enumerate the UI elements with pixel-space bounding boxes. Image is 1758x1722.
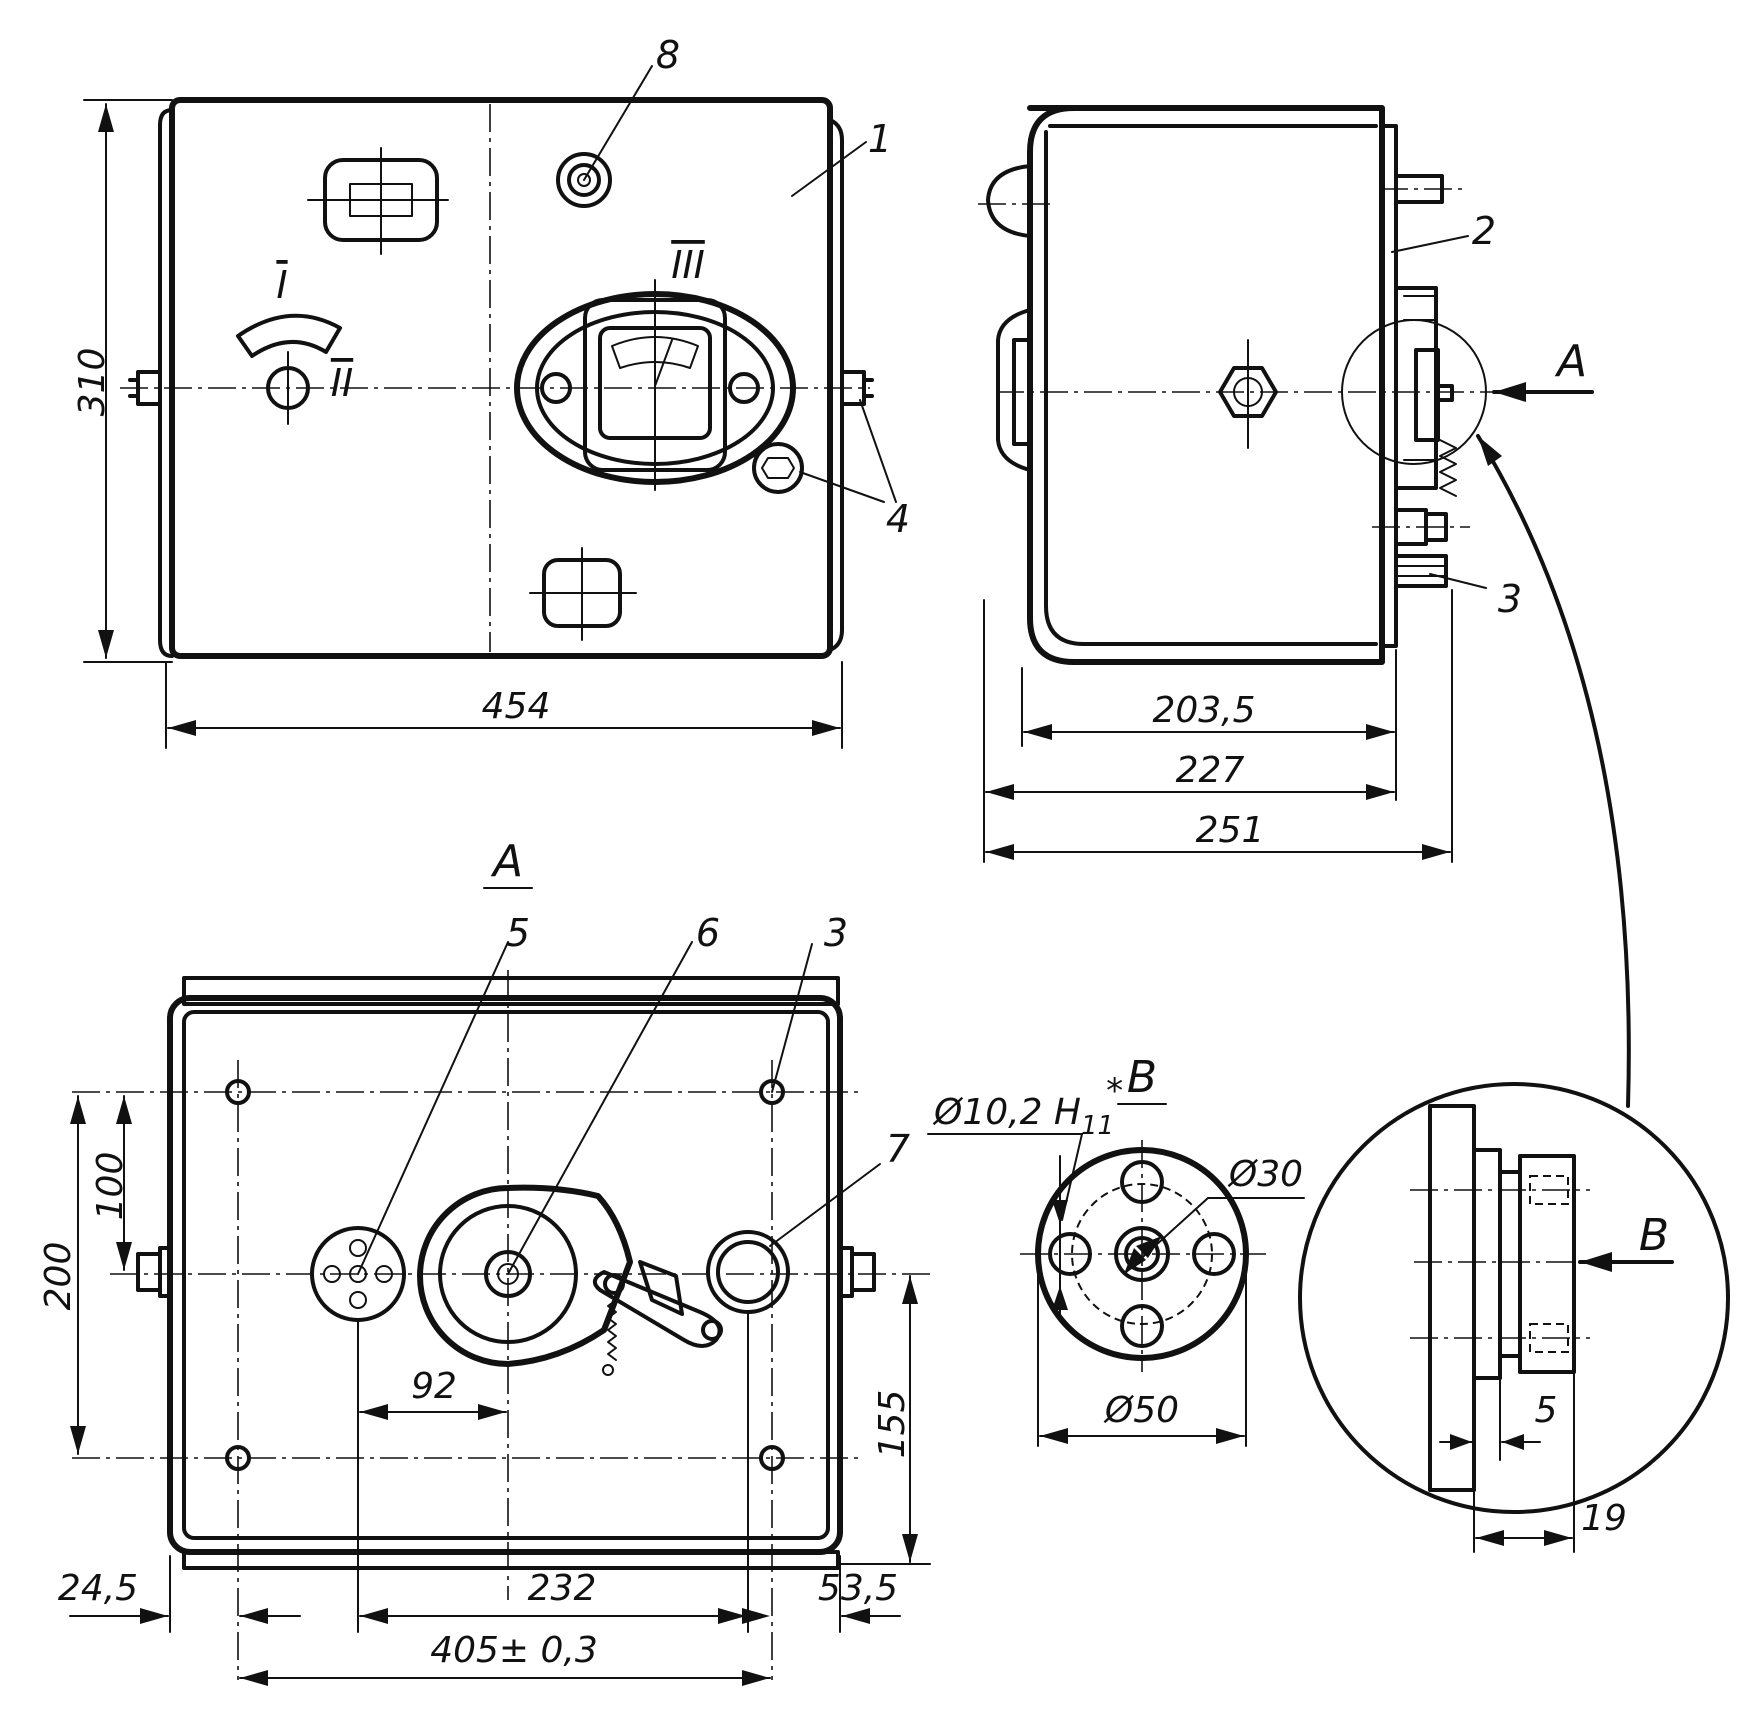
view-a-callouts: 5 6 3 7 [357,911,910,1275]
view-a: A [72,836,930,1680]
mark-III: III [671,243,705,287]
mark-I: I [276,263,287,307]
front-bolt-right [840,370,866,406]
mount-hole-br [759,1445,785,1471]
gauge-screw-left [540,372,572,404]
mount-hole-bl [225,1445,251,1471]
side-dimensions: 203,5 227 251 [983,589,1453,863]
mount-hole-tl [225,1079,251,1105]
front-view [120,97,874,659]
side-left-bracket [996,308,1032,472]
item-8-mid [567,163,601,197]
detail-circle [1298,1082,1730,1514]
view-b-title: B [1127,1052,1157,1103]
dim-100: 100 [90,1152,131,1221]
gauge-needle [654,339,673,387]
detail-plate [1428,1104,1476,1492]
dim-92: 92 [411,1366,457,1407]
callout-7: 7 [886,1127,910,1171]
mark-II: II [331,361,353,405]
dim-24-5: 24,5 [58,1568,138,1609]
cam-6 [417,1184,633,1367]
callout-3-side: 3 [1498,577,1522,621]
detail-disc [1518,1154,1576,1374]
dim-232: 232 [528,1568,597,1609]
side-center-nut [1218,366,1278,418]
view-a-bolt-left [136,1252,162,1292]
dim-19: 19 [1581,1498,1627,1539]
view-a-bolt-right [850,1252,876,1292]
side-callouts: 2 3 A [1391,209,1631,1108]
front-callouts: 8 1 4 I II III [276,33,910,541]
gauge-screw-right [728,372,760,404]
view-b: B Ø30 Ø10,2 H11* Ø50 [927,1052,1305,1447]
front-dimensions: 310 454 [72,99,843,749]
detail-circle-small [1341,319,1487,465]
dim-d30: Ø30 [1227,1154,1303,1195]
lever-spring [607,1293,617,1361]
callout-6: 6 [696,911,720,955]
callout-4: 4 [886,497,910,541]
arrow-label-B: B [1639,1210,1669,1261]
callout-1: 1 [868,117,892,161]
dim-203-5: 203,5 [1152,690,1255,731]
gauge-scale [611,336,699,369]
dim-405: 405± 0,3 [430,1630,598,1671]
arrow-label-A: A [1554,336,1587,387]
front-bolt-left [136,370,162,406]
dim-227: 227 [1176,750,1245,791]
dim-d50: Ø50 [1103,1390,1179,1431]
switch-scale [236,313,342,358]
dim-310: 310 [72,348,113,417]
item-8-outer [556,152,612,208]
view-a-title: A [490,836,523,887]
dim-5: 5 [1535,1390,1558,1431]
dim-155: 155 [872,1390,913,1459]
side-view [978,105,1506,665]
detail-leader [1476,434,1631,1108]
dim-hole: Ø10,2 H11* [932,1071,1123,1141]
view-a-dimensions: 100 200 155 92 232 24,5 53,5 405± 0,3 [38,1095,931,1686]
dim-251: 251 [1196,810,1265,851]
dim-53-5: 53,5 [818,1568,898,1609]
detail-view: B 5 19 [1298,1082,1730,1553]
side-spring [1439,439,1457,497]
dim-454: 454 [482,686,551,727]
item-8-core [577,173,591,187]
callout-3-view: 3 [824,911,848,955]
callout-5: 5 [506,911,530,955]
view-a-housing [167,995,843,1555]
dim-200: 200 [38,1242,79,1311]
side-housing [1027,105,1385,665]
callout-2: 2 [1472,209,1496,253]
callout-8: 8 [656,33,680,77]
side-top-boss [986,164,1032,238]
front-housing [169,97,833,659]
mount-hole-tr [759,1079,785,1105]
item-4-screw [752,442,804,494]
